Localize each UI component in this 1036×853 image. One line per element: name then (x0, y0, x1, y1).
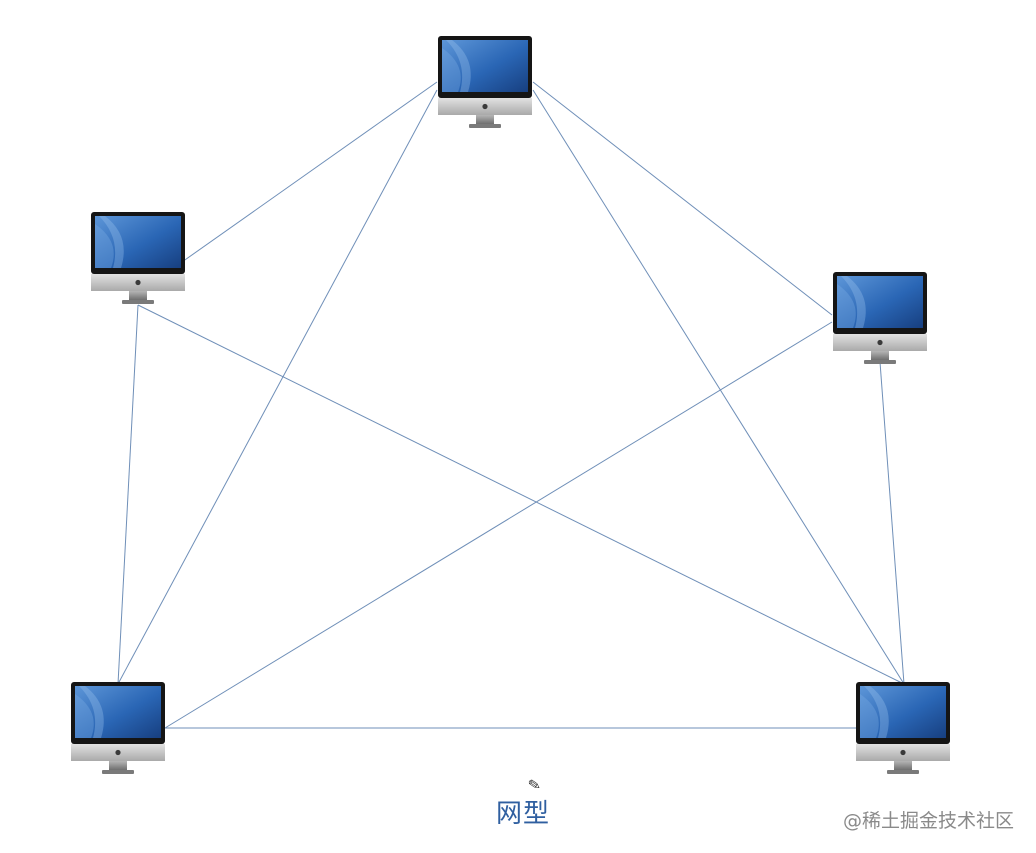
diagram-title: 网型 (495, 799, 550, 829)
link-upper-left-to-bottom-right (137, 304, 905, 685)
imac-computer-icon-upper-right (833, 272, 927, 364)
link-top-to-upper-left (181, 81, 438, 263)
link-upper-left-to-bottom-left (117, 304, 139, 685)
link-top-to-bottom-left (117, 89, 438, 685)
computer-nodes (71, 36, 950, 774)
link-upper-right-to-bottom-left (164, 321, 833, 729)
watermark-text: @稀土掘金技术社区 (842, 810, 1014, 832)
link-top-to-bottom-right (532, 89, 905, 685)
imac-computer-icon-bottom-right (856, 682, 950, 774)
network-links (117, 81, 905, 729)
imac-computer-icon-top (438, 36, 532, 128)
link-top-to-upper-right (532, 81, 833, 316)
imac-computer-icon-bottom-left (71, 682, 165, 774)
link-upper-right-to-bottom-right (879, 361, 905, 685)
imac-computer-icon-upper-left (91, 212, 185, 304)
